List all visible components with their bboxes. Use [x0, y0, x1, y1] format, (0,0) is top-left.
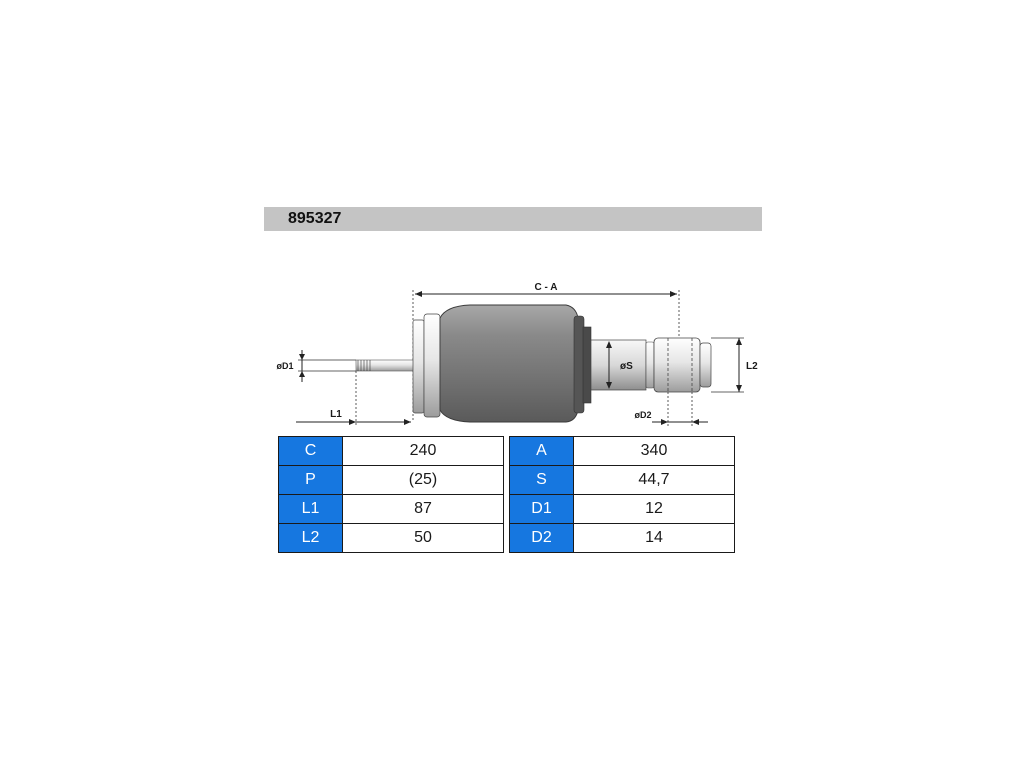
piston-rod: [355, 359, 417, 372]
spec-key-l1: L1: [278, 494, 343, 524]
spec-value-p: (25): [342, 465, 504, 495]
table-row: C 240: [278, 436, 504, 466]
table-row: A 340: [509, 436, 735, 466]
dimension-l1: L1: [296, 371, 411, 426]
spec-value-l2: 50: [342, 523, 504, 553]
table-row: D2 14: [509, 523, 735, 553]
spec-table-left: C 240 P (25) L1 87 L2 50: [278, 436, 504, 553]
table-row: L1 87: [278, 494, 504, 524]
spec-key-c: C: [278, 436, 343, 466]
dimension-l2: L2: [711, 337, 758, 393]
spec-value-d2: 14: [573, 523, 735, 553]
label-s: øS: [620, 361, 633, 372]
spec-value-s: 44,7: [573, 465, 735, 495]
table-row: S 44,7: [509, 465, 735, 495]
thread-icon: [357, 360, 371, 371]
top-plate: [412, 313, 441, 418]
part-number: 895327: [288, 210, 342, 227]
part-number-bar: 895327: [264, 207, 762, 231]
spec-value-a: 340: [573, 436, 735, 466]
air-bellow: [439, 304, 592, 423]
label-l2: L2: [746, 361, 758, 372]
table-row: D1 12: [509, 494, 735, 524]
label-c-a: C - A: [535, 282, 558, 293]
spec-key-d1: D1: [509, 494, 574, 524]
dimension-d1: øD1: [276, 350, 356, 382]
table-row: P (25): [278, 465, 504, 495]
spec-value-d1: 12: [573, 494, 735, 524]
spec-key-p: P: [278, 465, 343, 495]
piston-body: øS: [590, 339, 655, 391]
spec-key-s: S: [509, 465, 574, 495]
spec-key-a: A: [509, 436, 574, 466]
spec-value-c: 240: [342, 436, 504, 466]
spec-key-d2: D2: [509, 523, 574, 553]
label-d2: øD2: [634, 410, 651, 420]
label-d1: øD1: [276, 361, 293, 371]
label-l1: L1: [330, 409, 342, 420]
dimension-d2: øD2: [634, 392, 708, 426]
table-row: L2 50: [278, 523, 504, 553]
spec-key-l2: L2: [278, 523, 343, 553]
spec-value-l1: 87: [342, 494, 504, 524]
spec-table-right: A 340 S 44,7 D1 12 D2 14: [509, 436, 735, 553]
mounting-eye: [653, 337, 712, 393]
